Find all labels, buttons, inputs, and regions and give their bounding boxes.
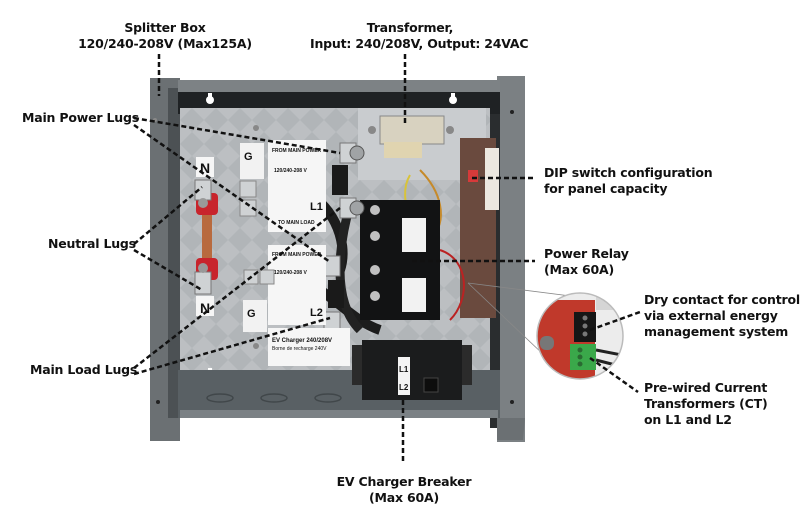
ground-label-bottom [243, 300, 267, 332]
callout-line-ct [589, 356, 639, 394]
callout-line-neutral-2 [133, 248, 203, 292]
neutral-label-text: N [200, 160, 210, 176]
dip-switch[interactable] [468, 170, 478, 182]
voltage-text: 120/240-208 V [274, 270, 307, 276]
dry-contact-callout: Dry contact for control via external ene… [644, 292, 800, 340]
ground-symbol-text: G [244, 151, 253, 163]
dip-switch-title: DIP switch configuration [544, 165, 713, 180]
transformer [379, 115, 445, 145]
dip-switch-callout: DIP switch configuration for panel capac… [544, 165, 713, 197]
ev-charger-label [268, 328, 350, 366]
neutral-bar [202, 206, 212, 266]
power-relay-rating: (Max 60A) [544, 262, 614, 277]
main-power-label-bottom [268, 245, 326, 325]
main-power-label-top [268, 140, 326, 232]
breaker-handle[interactable] [423, 377, 439, 393]
l2-label: L2 [310, 307, 323, 319]
breaker-l2-label: L2 [399, 383, 409, 392]
breaker-label [398, 357, 410, 395]
transformer-callout: Transformer, Input: 240/208V, Output: 24… [310, 20, 529, 52]
power-relay-callout: Power Relay (Max 60A) [544, 246, 629, 278]
ev-breaker-callout: EV Charger Breaker (Max 60A) [320, 474, 488, 506]
ground-label-top [240, 143, 264, 179]
neutral-lugs-text: Neutral Lugs [48, 236, 136, 251]
dry-contact-line3: management system [644, 324, 789, 339]
splitter-box-title: Splitter Box [124, 20, 206, 35]
l1-label: L1 [310, 201, 323, 213]
ct-line1: Pre-wired Current [644, 380, 768, 395]
power-relay-title: Power Relay [544, 246, 629, 261]
inset-detail [537, 293, 623, 379]
main-power-lugs-text: Main Power Lugs [22, 110, 139, 125]
voltage-text: 120/240-208 V [274, 168, 307, 174]
neutral-lugs-callout: Neutral Lugs [48, 236, 136, 252]
ct-line3: on L1 and L2 [644, 412, 732, 427]
from-main-power-text: FROM MAIN POWER [272, 252, 322, 258]
dip-switch-desc: for panel capacity [544, 181, 668, 196]
dry-contact-line1: Dry contact for control [644, 292, 800, 307]
from-main-power-text: FROM MAIN POWER [272, 148, 322, 154]
transformer-title: Transformer, [366, 20, 454, 35]
neutral-label-bottom [196, 296, 214, 316]
main-load-lugs-text: Main Load Lugs [30, 362, 138, 377]
ev-charger-text: EV Charger 240/208V [272, 338, 332, 344]
dry-contact-line2: via external energy [644, 308, 778, 323]
ev-breaker-rating: (Max 60A) [369, 490, 439, 505]
ground-symbol-text: G [247, 308, 256, 320]
neutral-lug-bottom [194, 271, 212, 295]
callout-line-dry-contact [589, 310, 641, 332]
ev-breaker-title: EV Charger Breaker [336, 474, 472, 489]
main-power-lugs-callout: Main Power Lugs [22, 110, 139, 126]
ev-charger-fr-text: Borne de recharge 240V [272, 346, 327, 352]
callout-line-main-load-1 [133, 207, 341, 369]
ev-charger-breaker[interactable] [362, 340, 462, 400]
splitter-box-callout: Splitter Box 120/240-208V (Max125A) [70, 20, 260, 52]
enclosure-right-wall [497, 76, 525, 442]
callout-line-main-power-1 [133, 116, 341, 155]
main-load-lugs-callout: Main Load Lugs [30, 362, 137, 378]
splitter-box-rating: 120/240-208V (Max125A) [78, 36, 252, 51]
neutral-label-text: N [200, 300, 210, 316]
transformer-spec: Input: 240/208V, Output: 24VAC [310, 36, 529, 51]
callout-line-neutral-1 [133, 186, 203, 245]
breaker-l1-label: L1 [399, 365, 409, 374]
current-transformers-callout: Pre-wired Current Transformers (CT) on L… [644, 380, 768, 428]
ct-terminal [570, 344, 596, 370]
enclosure-top-lip [178, 80, 500, 92]
to-main-load-text: TO MAIN LOAD [278, 220, 315, 226]
ct-line2: Transformers (CT) [644, 396, 768, 411]
callout-line-main-load-2 [133, 316, 331, 376]
